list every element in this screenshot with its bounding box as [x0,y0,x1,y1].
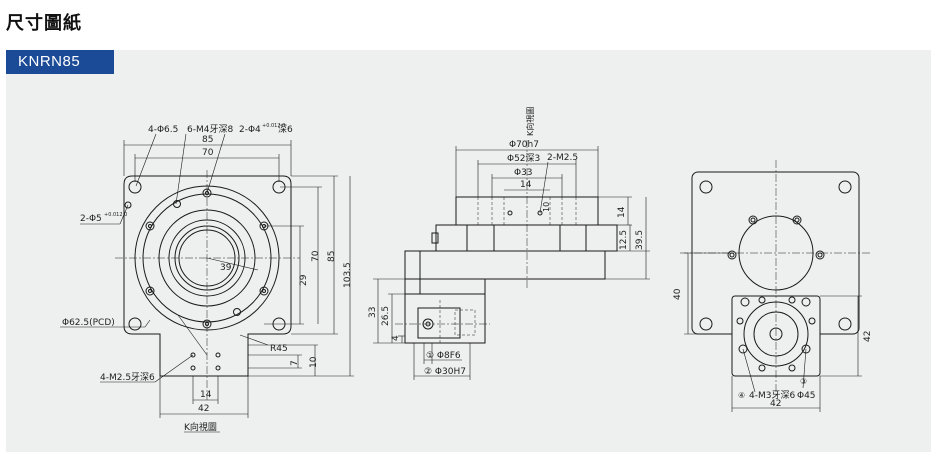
dim-85-vertical: 85 [327,251,337,262]
right-view-labels: 40 42 ③ ④ 4-M3牙深6 Φ45 42 [673,288,873,409]
dim-14: 14 [200,390,212,400]
dim-phi70: Φ70h7 [509,140,539,150]
label-m25-holes: 4-M2.5牙深6 [100,372,155,383]
label-pcd: Φ62.5(PCD) [62,318,115,328]
label-note-4: ④ [738,391,745,400]
label-holes-c-tol: +0.012 0 [262,123,285,129]
label-pin-tol: +0.012 0 [104,212,127,218]
dim-85: 85 [202,135,213,145]
label-holes-b: 6-M4牙深8 [187,124,233,135]
dim-phi30h7: ② Φ30H7 [424,367,466,377]
page-title: 尺寸圖紙 [6,13,82,34]
label-k-view-left: K向視圖 [184,421,217,433]
dim-10-mid: 10 [542,202,551,212]
dim-phi45: Φ45 [797,391,816,401]
dim-phi8f6: ① Φ8F6 [426,351,461,361]
dim-4: 4 [391,335,401,341]
dim-39-5: 39.5 [635,230,645,250]
label-note-3: ③ [800,377,807,386]
dim-42: 42 [198,404,209,414]
label-m25: 2-M2.5 [547,153,578,163]
dim-70-vertical: 70 [311,250,321,262]
left-view-dims [60,133,354,418]
dim-70: 70 [202,148,214,158]
middle-view-dims [373,146,650,380]
label-k-view-middle: K向視圖 [525,107,535,136]
left-view-outline [123,175,292,377]
label-m3: 4-M3牙深6 [749,390,795,401]
label-holes-c: 2-Φ4 [239,125,261,135]
right-view-dims [684,252,862,412]
dim-14-vertical: 14 [617,206,627,218]
dim-42-vertical: 42 [863,331,873,342]
label-holes-a: 4-Φ6.5 [148,125,178,135]
dim-14-mid: 14 [520,180,532,190]
label-pin: 2-Φ5 [80,214,102,224]
model-badge: KNRN85 [6,50,114,74]
dim-33-vertical: 33 [368,307,378,318]
dim-7: 7 [290,360,300,366]
label-r45: R45 [270,344,288,354]
label-holes-c-depth: 深6 [278,124,293,135]
dim-39: 39 [220,263,232,273]
middle-view-labels: K向視圖 Φ70h7 Φ52深3 2-M2.5 Φ33 14 10 14 12.… [368,107,645,377]
left-view-labels: 4-Φ6.5 6-M4牙深8 2-Φ4 +0.012 0 深6 2-Φ5 +0.… [62,123,353,433]
dim-103-5: 103.5 [343,262,353,288]
dim-10: 10 [309,356,319,368]
dim-12-5: 12.5 [619,230,629,250]
dim-40: 40 [673,288,683,300]
dim-phi33: Φ33 [514,168,533,178]
dim-42-right: 42 [770,399,781,409]
middle-view-outline [404,196,618,344]
dim-29: 29 [299,274,309,286]
dim-phi52: Φ52深3 [507,153,540,164]
right-view-outline [691,171,860,377]
dim-26-5: 26.5 [381,306,391,326]
middle-view-hidden [439,197,577,343]
